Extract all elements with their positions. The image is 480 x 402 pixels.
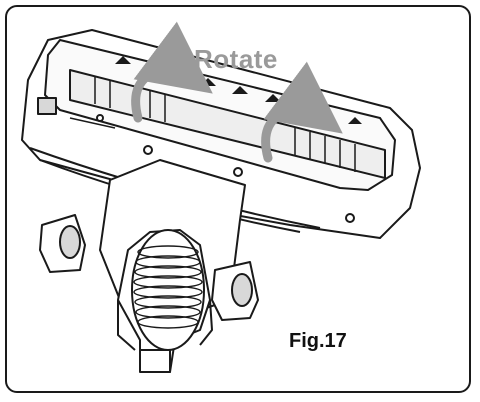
figure-number-label: Fig.17 [289,330,347,352]
rotate-label: Rotate [194,44,278,74]
rotate-arrow-left [131,21,213,123]
hose-coupling [131,229,205,351]
indicator-square [37,97,57,115]
rotate-arrow-right [261,61,343,163]
